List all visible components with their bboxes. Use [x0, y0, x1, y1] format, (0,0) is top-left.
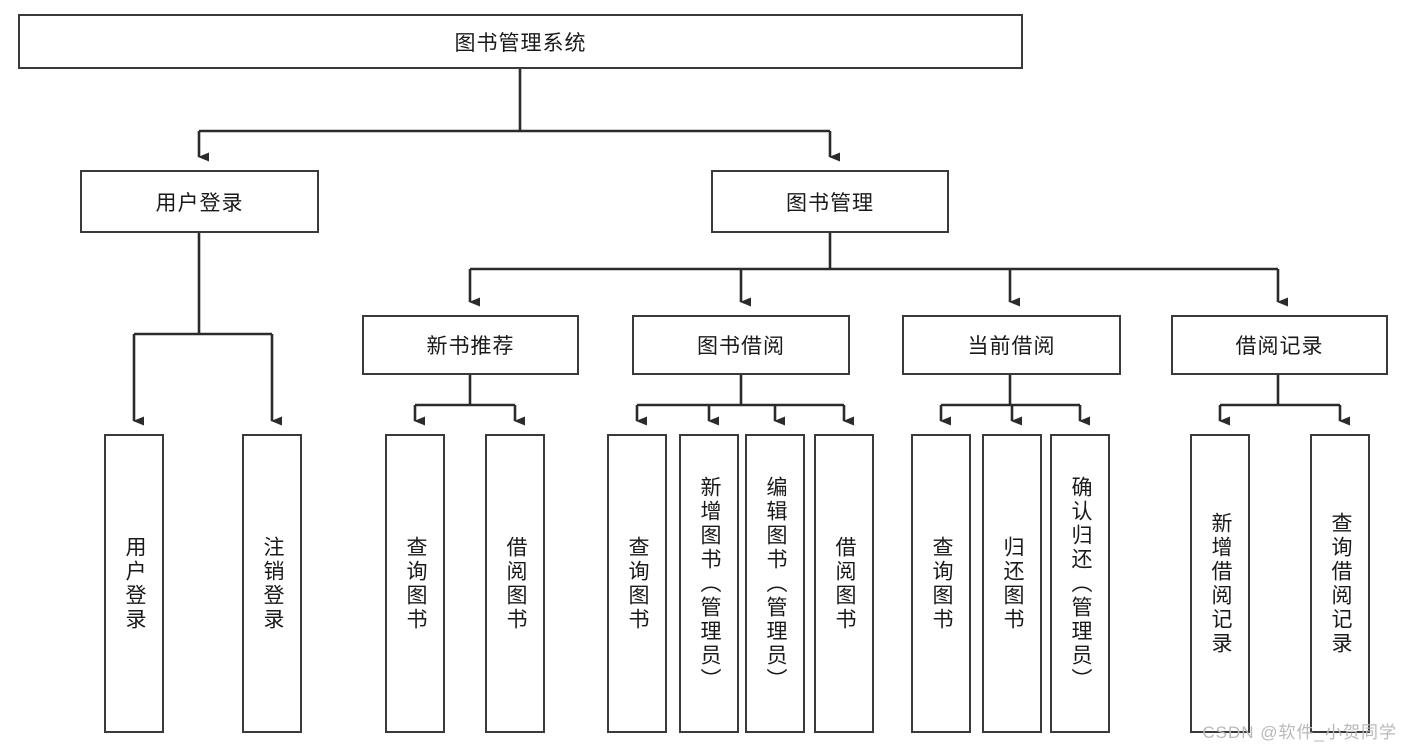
leaf-logout[interactable]: 注销登录: [242, 434, 302, 733]
leaf-label: 新增图书（管理员）: [698, 475, 722, 692]
leaf-borrow-book-recommend[interactable]: 借阅图书: [485, 434, 545, 733]
node-user-login[interactable]: 用户登录: [80, 170, 319, 233]
node-current-borrow[interactable]: 当前借阅: [902, 315, 1121, 375]
leaf-label: 借阅图书: [833, 535, 857, 632]
leaf-edit-book-admin[interactable]: 编辑图书（管理员）: [745, 434, 805, 733]
leaf-label: 注销登录: [261, 535, 285, 632]
node-current-borrow-label: 当前借阅: [967, 335, 1056, 358]
leaf-label: 查询图书: [626, 535, 650, 632]
leaf-label: 编辑图书（管理员）: [764, 475, 788, 692]
leaf-query-book-recommend[interactable]: 查询图书: [385, 434, 445, 733]
leaf-confirm-return-admin[interactable]: 确认归还（管理员）: [1050, 434, 1110, 733]
node-book-borrow-label: 图书借阅: [697, 335, 785, 358]
leaf-label: 确认归还（管理员）: [1069, 475, 1093, 692]
node-book-management-label: 图书管理: [786, 191, 874, 215]
watermark: CSDN @软件_小贺同学: [1202, 723, 1397, 742]
node-new-book-recommend[interactable]: 新书推荐: [362, 315, 579, 375]
leaf-add-book-admin[interactable]: 新增图书（管理员）: [679, 434, 739, 733]
leaf-user-login[interactable]: 用户登录: [104, 434, 164, 733]
leaf-add-borrow-record[interactable]: 新增借阅记录: [1190, 434, 1250, 733]
node-root[interactable]: 图书管理系统: [18, 14, 1023, 69]
node-new-book-recommend-label: 新书推荐: [426, 335, 515, 358]
node-borrow-records[interactable]: 借阅记录: [1171, 315, 1388, 375]
node-book-management[interactable]: 图书管理: [711, 170, 949, 233]
leaf-label: 借阅图书: [504, 535, 528, 632]
leaf-label: 归还图书: [1001, 535, 1025, 632]
leaf-label: 新增借阅记录: [1209, 511, 1233, 656]
node-book-borrow[interactable]: 图书借阅: [632, 315, 850, 375]
leaf-label: 查询图书: [404, 535, 428, 632]
leaf-query-book-borrow[interactable]: 查询图书: [607, 434, 667, 733]
leaf-return-book[interactable]: 归还图书: [982, 434, 1042, 733]
node-root-label: 图书管理系统: [454, 31, 587, 55]
leaf-label: 查询图书: [930, 535, 954, 632]
leaf-query-borrow-record[interactable]: 查询借阅记录: [1310, 434, 1370, 733]
leaf-query-book-current[interactable]: 查询图书: [911, 434, 971, 733]
leaf-label: 查询借阅记录: [1329, 511, 1353, 656]
node-borrow-records-label: 借阅记录: [1235, 335, 1324, 358]
node-user-login-label: 用户登录: [155, 191, 244, 215]
leaf-borrow-book[interactable]: 借阅图书: [814, 434, 874, 733]
leaf-label: 用户登录: [123, 535, 147, 632]
